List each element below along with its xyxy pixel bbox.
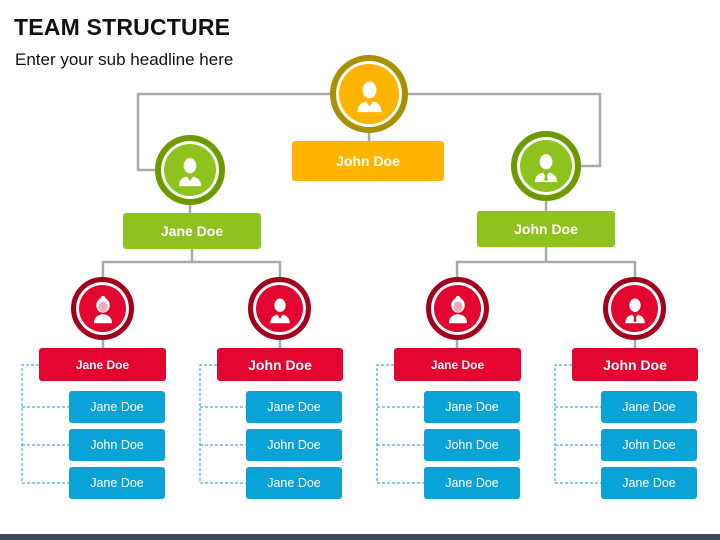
male-user-icon [265,294,295,324]
female-user-icon [88,294,118,324]
manager-name-box-left[interactable]: Jane Doe [123,213,261,249]
member-trunk-line-4 [554,364,572,483]
member-name: Jane Doe [90,476,144,490]
root-avatar [330,55,408,133]
male-user-icon [351,76,388,113]
member-name: Jane Doe [622,476,676,490]
member-box[interactable]: Jane Doe [424,391,520,423]
bottom-bar [0,534,720,540]
root-to-left-manager-line [136,92,330,172]
member-name: Jane Doe [90,400,144,414]
lead-name-1: Jane Doe [75,357,130,372]
male-tie-user-icon [620,294,650,324]
right-manager-to-leads-line [455,260,637,277]
member-box[interactable]: John Doe [601,429,697,461]
member-name: Jane Doe [267,400,321,414]
lead-avatar-1 [71,277,134,340]
member-name: Jane Doe [445,476,499,490]
lead-name-box-3[interactable]: Jane Doe [394,348,521,381]
lead-name-3: Jane Doe [430,357,485,372]
page-subtitle: Enter your sub headline here [15,50,234,69]
lead-name-box-1[interactable]: Jane Doe [39,348,166,381]
lead-name-box-2[interactable]: John Doe [217,348,343,381]
left-manager-to-leads-line [101,260,282,277]
manager-name-left: Jane Doe [160,223,224,239]
member-box[interactable]: John Doe [246,429,342,461]
member-name: Jane Doe [622,400,676,414]
male-tie-user-icon [529,149,563,183]
member-trunk-line-1 [21,364,39,483]
member-box[interactable]: Jane Doe [601,467,697,499]
member-box[interactable]: Jane Doe [69,391,165,423]
female-user-icon [443,294,473,324]
lead-avatar-3 [426,277,489,340]
member-box[interactable]: Jane Doe [246,467,342,499]
member-connectors [21,364,601,484]
member-trunk-line-3 [376,364,394,483]
page-title: TEAM STRUCTURE [14,14,231,40]
member-box[interactable]: Jane Doe [246,391,342,423]
member-box[interactable]: Jane Doe [601,391,697,423]
root-name-box[interactable]: John Doe [292,141,444,181]
member-name: Jane Doe [267,476,321,490]
lead-avatar-4 [603,277,666,340]
member-name: Jane Doe [445,400,499,414]
lead-name-2: John Doe [248,356,312,373]
manager-avatar-right [511,131,581,201]
male-user-icon [173,153,207,187]
member-trunk-line-2 [199,364,217,483]
root-name: John Doe [336,153,400,169]
member-name: John Doe [90,438,144,452]
hierarchy-connectors [101,92,637,348]
manager-name-box-right[interactable]: John Doe [477,211,615,247]
manager-avatar-left [155,135,225,205]
manager-name-right: John Doe [514,221,578,237]
lead-name-4: John Doe [603,356,667,373]
lead-name-box-4[interactable]: John Doe [572,348,698,381]
member-name: John Doe [267,438,321,452]
member-box[interactable]: Jane Doe [424,467,520,499]
root-to-right-manager-line [408,92,602,168]
member-name: John Doe [622,438,676,452]
lead-avatar-2 [248,277,311,340]
member-box[interactable]: John Doe [424,429,520,461]
member-box[interactable]: John Doe [69,429,165,461]
member-box[interactable]: Jane Doe [69,467,165,499]
member-name: John Doe [445,438,499,452]
